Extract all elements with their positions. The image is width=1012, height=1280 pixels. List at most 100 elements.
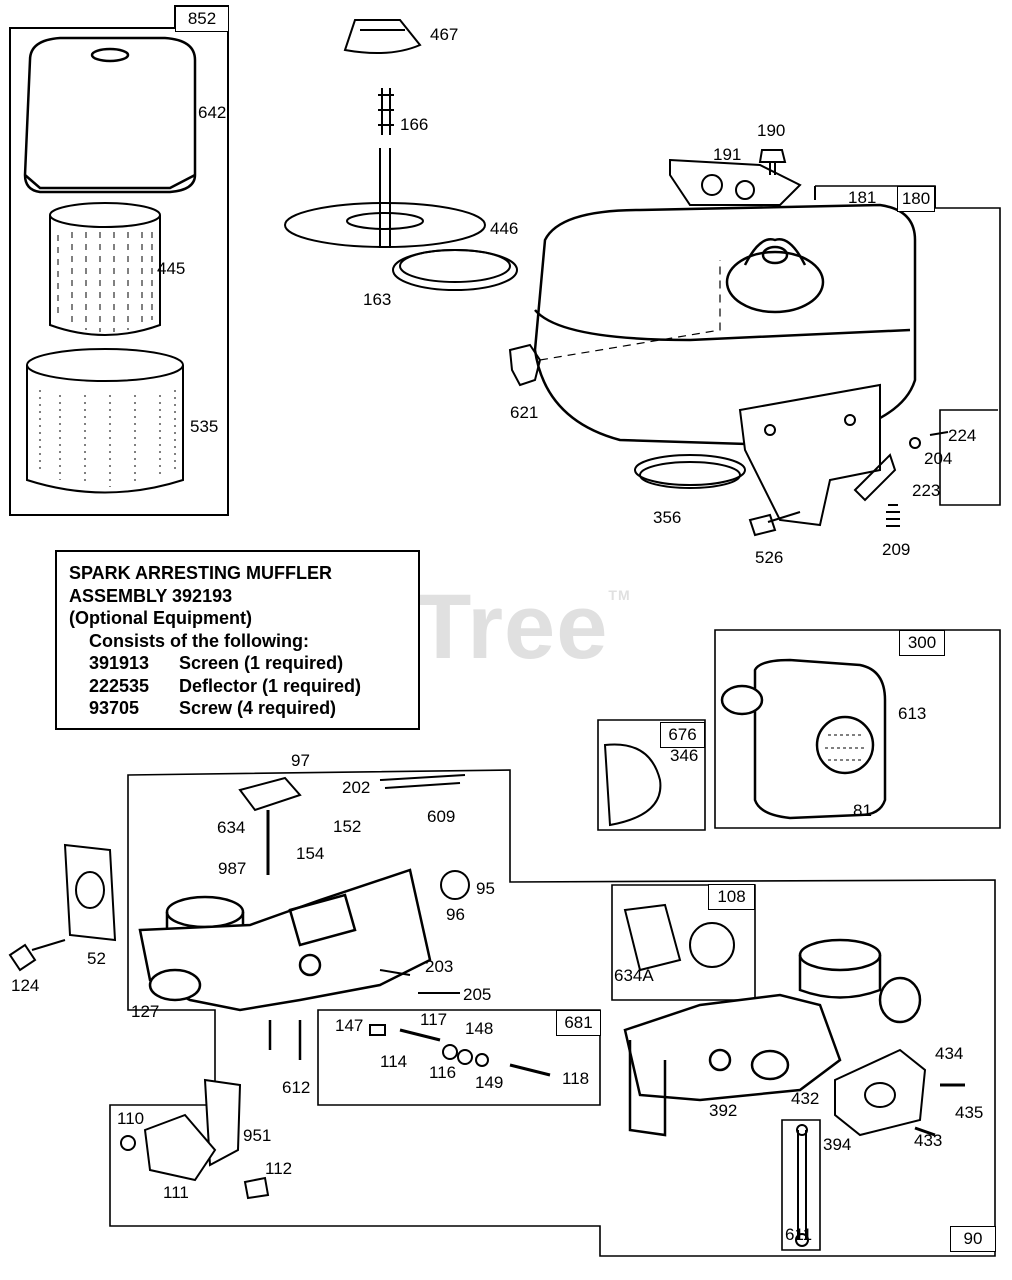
part-label-224[interactable]: 224 xyxy=(948,426,977,445)
part-label-110[interactable]: 110 xyxy=(117,1109,145,1128)
part-label-634[interactable]: 634 xyxy=(217,818,246,837)
part-label-96[interactable]: 96 xyxy=(446,905,465,924)
needle-kit-border xyxy=(317,1009,601,1106)
part-label-111[interactable]: 111 xyxy=(163,1183,189,1202)
part-label-116[interactable]: 116 xyxy=(429,1063,457,1082)
part-label-394[interactable]: 394 xyxy=(823,1135,852,1154)
part-147 xyxy=(369,1024,386,1036)
spring-209 xyxy=(886,504,900,527)
part-label-435[interactable]: 435 xyxy=(955,1103,984,1122)
box-label-180[interactable]: 180 xyxy=(897,186,935,212)
part-label-634A[interactable]: 634A xyxy=(614,966,654,985)
note-item: 391913 Screen (1 required) xyxy=(69,652,406,675)
part-label-432[interactable]: 432 xyxy=(791,1089,820,1108)
part-label-433[interactable]: 433 xyxy=(914,1131,943,1150)
part-label-97[interactable]: 97 xyxy=(291,751,310,770)
spark-arrester-note: SPARK ARRESTING MUFFLER ASSEMBLY 392193 … xyxy=(55,550,420,730)
throttle-lever xyxy=(238,776,302,812)
fuel-line-356 xyxy=(634,454,746,486)
part-label-467[interactable]: 467 xyxy=(430,25,459,44)
part-label-117[interactable]: 117 xyxy=(420,1010,448,1029)
wing-nut-knob xyxy=(343,19,422,54)
note-item-desc: Deflector (1 required) xyxy=(179,675,362,696)
base-plate-446 xyxy=(284,202,486,248)
screw-190 xyxy=(758,149,787,175)
part-label-190[interactable]: 190 xyxy=(757,121,786,140)
bolt-526 xyxy=(748,511,801,537)
part-label-434[interactable]: 434 xyxy=(935,1044,964,1063)
part-label-535[interactable]: 535 xyxy=(190,417,219,436)
needle-117 xyxy=(399,1028,441,1042)
part-label-112[interactable]: 112 xyxy=(265,1159,293,1178)
part-label-621[interactable]: 621 xyxy=(510,403,539,422)
part-label-526[interactable]: 526 xyxy=(755,548,784,567)
box-label-300[interactable]: 300 xyxy=(899,630,945,656)
note-item-part: 93705 xyxy=(89,698,140,718)
part-label-611[interactable]: 611 xyxy=(785,1225,813,1244)
tank-bracket xyxy=(738,383,881,527)
part-label-191[interactable]: 191 xyxy=(713,145,742,164)
part-label-154[interactable]: 154 xyxy=(296,844,325,863)
part-label-147[interactable]: 147 xyxy=(335,1016,364,1035)
part-label-203[interactable]: 203 xyxy=(425,957,454,976)
part-label-392[interactable]: 392 xyxy=(709,1101,738,1120)
part-label-127[interactable]: 127 xyxy=(131,1002,160,1021)
watermark-tm: TM xyxy=(608,587,631,603)
throttle-plate-96 xyxy=(440,870,470,900)
carburetor-left xyxy=(138,868,432,1060)
box-label-681[interactable]: 681 xyxy=(556,1010,601,1036)
note-item-part: 222535 xyxy=(89,675,150,696)
note-item-part: 391913 xyxy=(89,653,150,673)
part-label-613[interactable]: 613 xyxy=(898,704,927,723)
part-label-951[interactable]: 951 xyxy=(243,1126,272,1145)
part-label-346[interactable]: 346 xyxy=(670,746,699,765)
part-label-612[interactable]: 612 xyxy=(282,1078,311,1097)
note-item-desc: Screw (4 required) xyxy=(179,698,337,718)
part-label-152[interactable]: 152 xyxy=(333,817,362,836)
part-label-114[interactable]: 114 xyxy=(380,1052,408,1071)
stud-rod xyxy=(379,148,391,248)
foam-precleaner xyxy=(26,348,184,494)
part-label-166[interactable]: 166 xyxy=(400,115,429,134)
part-label-205[interactable]: 205 xyxy=(463,985,492,1004)
note-item-desc: Screen (1 required) xyxy=(179,653,344,673)
box-label-852[interactable]: 852 xyxy=(175,6,229,32)
box-label-108[interactable]: 108 xyxy=(708,884,755,910)
part-label-148[interactable]: 148 xyxy=(465,1019,494,1038)
note-consists: Consists of the following: xyxy=(89,630,309,651)
choke-plate-951 xyxy=(203,1078,242,1167)
part-label-81[interactable]: 81 xyxy=(853,801,872,820)
screw-112 xyxy=(243,1176,270,1200)
part-label-445[interactable]: 445 xyxy=(157,259,186,278)
choke-valve xyxy=(689,922,735,968)
stud-166 xyxy=(378,88,394,135)
gasket-52 xyxy=(63,843,117,942)
part-label-202[interactable]: 202 xyxy=(342,778,371,797)
part-label-446[interactable]: 446 xyxy=(490,219,519,238)
part-label-223[interactable]: 223 xyxy=(912,481,941,500)
carburetor-right xyxy=(623,938,922,1137)
note-optional: (Optional Equipment) xyxy=(69,608,252,628)
note-title-2: ASSEMBLY 392193 xyxy=(69,585,233,606)
part-label-124[interactable]: 124 xyxy=(11,976,40,995)
part-label-609[interactable]: 609 xyxy=(427,807,456,826)
part-label-204[interactable]: 204 xyxy=(924,449,953,468)
part-label-163[interactable]: 163 xyxy=(363,290,392,309)
clip-621 xyxy=(508,343,542,387)
note-item: 93705 Screw (4 required) xyxy=(69,697,406,720)
part-label-209[interactable]: 209 xyxy=(882,540,911,559)
box-label-90[interactable]: 90 xyxy=(950,1226,996,1252)
part-label-52[interactable]: 52 xyxy=(87,949,106,968)
part-label-356[interactable]: 356 xyxy=(653,508,682,527)
part-label-181[interactable]: 181 xyxy=(848,188,877,207)
part-label-987[interactable]: 987 xyxy=(218,859,247,878)
governor-link xyxy=(379,774,466,789)
box-label-676[interactable]: 676 xyxy=(660,722,705,748)
part-label-149[interactable]: 149 xyxy=(475,1073,504,1092)
part-label-642[interactable]: 642 xyxy=(198,103,227,122)
part-label-118[interactable]: 118 xyxy=(562,1069,590,1088)
part-label-95[interactable]: 95 xyxy=(476,879,495,898)
fuel-tank xyxy=(533,203,917,447)
screw-124 xyxy=(8,939,66,972)
